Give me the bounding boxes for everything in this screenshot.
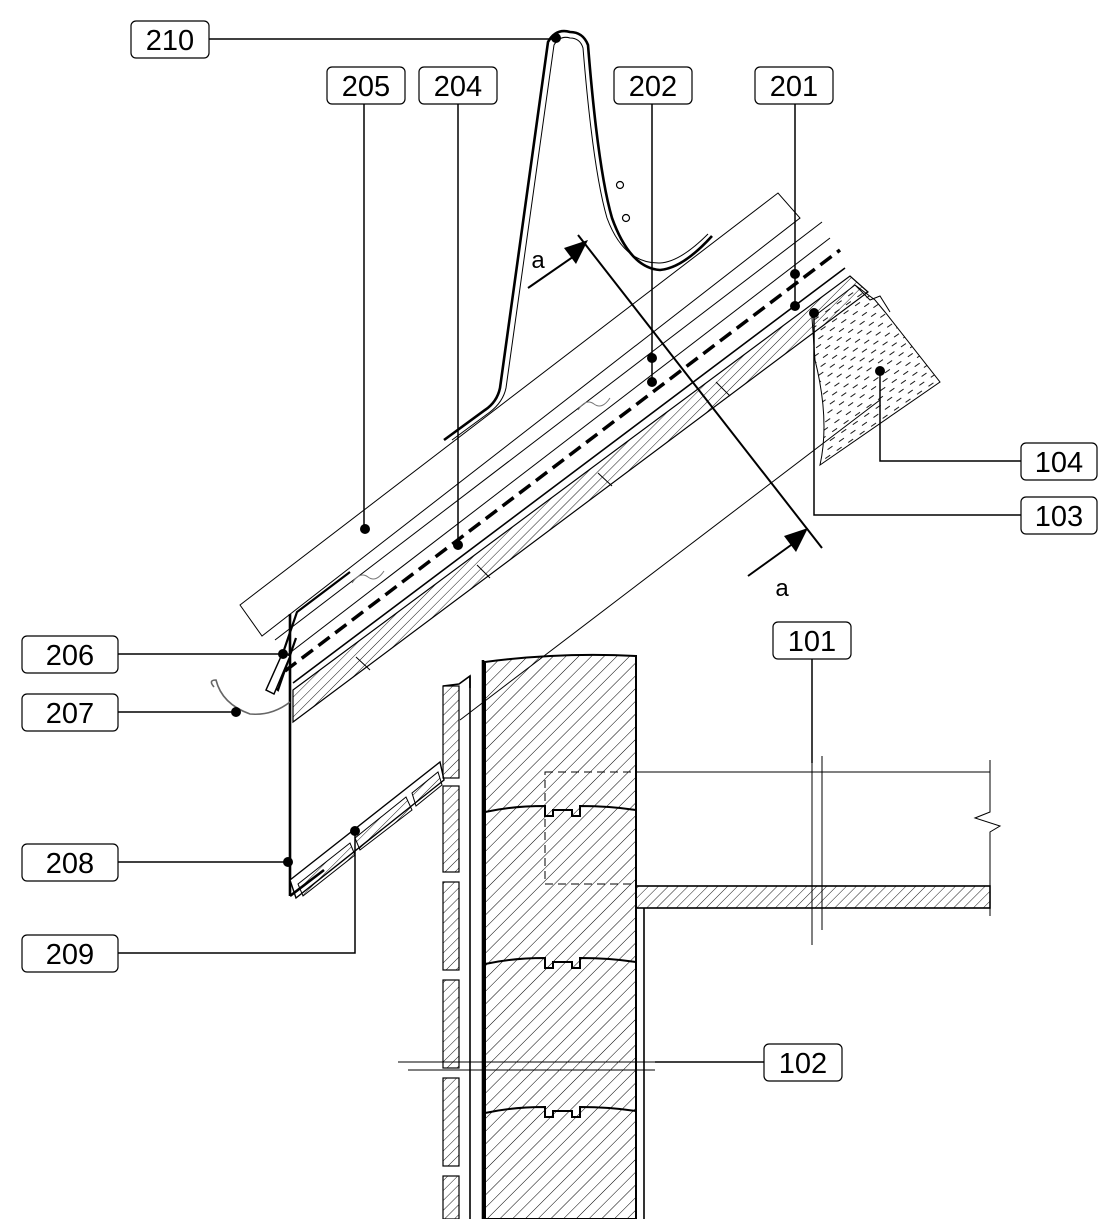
soffit-vent-2 [354,796,413,851]
eave-details [210,571,445,900]
masonry-wall [442,653,645,1219]
slab-hatched [635,885,991,909]
leader-104 [879,371,1021,462]
airflow-arrow-1 [351,570,385,584]
block-joint-1 [484,804,637,817]
callout-209-label: 209 [46,939,94,971]
block-joint-3 [484,1105,637,1118]
section-a-cut-line [577,234,823,549]
leader-dot-202b [647,377,657,387]
section-a-arrow-bottom-stem [747,539,799,577]
leader-103 [813,313,1021,516]
underlay-membrane-204 [283,248,842,673]
ridge-flashing-inner [451,36,709,441]
ridge-flashing-210 [443,29,713,442]
soffit-vent-3 [411,771,443,807]
callout-104-label: 104 [1035,447,1083,479]
floor-slab [635,756,1002,945]
ring-beam-dashed [544,771,637,885]
gutter-207 [210,679,291,716]
rafter-joint-3 [597,472,613,487]
insulation-break-line [854,284,891,313]
leader-209 [118,831,356,954]
leader-dot-201a [790,269,800,279]
leader-dot-210 [551,33,561,43]
leader-dot-208 [283,857,293,867]
leader-dot-209 [350,826,360,836]
callout-102: 102 [763,1043,843,1082]
airflow-indicators [351,397,611,584]
callout-204: 204 [418,66,498,105]
leader-dot-201b [790,301,800,311]
callout-210-label: 210 [146,25,194,57]
rafter-joint-1 [355,656,371,671]
callout-103: 103 [1020,496,1098,535]
callout-201-label: 201 [770,71,818,103]
callout-209: 209 [21,934,119,973]
callout-205-label: 205 [342,71,390,103]
ridge-rivet-1 [615,180,625,190]
leader-dot-205 [360,524,370,534]
section-a-arrow-top-stem [527,251,581,289]
callout-202-label: 202 [629,71,677,103]
callout-210: 210 [130,20,210,59]
ventilation-gap-upper-line [274,221,823,641]
facing-brick-2 [442,785,460,873]
insulation-104 [811,284,941,467]
facing-brick-4 [442,979,460,1069]
leader-dot-202a [647,353,657,363]
facing-brick-5 [442,1077,460,1167]
callout-103-label: 103 [1035,501,1083,533]
rafter-joint-2 [476,564,491,579]
block-joint-2 [484,956,637,969]
callout-208: 208 [21,843,119,882]
callout-201: 201 [754,66,834,105]
rafter-joint-4 [715,381,731,397]
leader-dot-204 [453,540,463,550]
section-a-arrow-bottom-head [784,528,808,552]
leader-lines [118,33,1021,1063]
section-a-label-top: a [531,247,545,274]
soffit-end-line [289,868,325,898]
section-a-arrow-top-head [564,240,588,264]
callout-204-label: 204 [434,71,482,103]
callout-202: 202 [613,66,693,105]
section-line-a: a a [527,234,823,602]
leader-dot-207 [231,707,241,717]
facing-brick-1 [442,685,460,779]
callout-101-label: 101 [788,626,836,658]
section-a-label-bottom: a [775,575,789,602]
rafter-hatched [292,275,869,724]
callout-104: 104 [1020,442,1098,481]
airflow-arrow-2 [577,397,611,411]
drip-edge-hook [265,650,291,696]
roof-cover-board [239,192,801,637]
callout-206: 206 [21,635,119,674]
facing-brick-6 [442,1175,460,1219]
ventilation-gap-lower-line [286,237,831,656]
roof-layers [239,192,881,896]
callout-205: 205 [326,66,406,105]
facing-brick-3 [442,881,460,971]
callout-206-label: 206 [46,640,94,672]
callout-207: 207 [21,693,119,732]
leader-dot-206 [278,649,288,659]
callouts: 210 205 204 202 201 104 103 101 [21,20,1098,1082]
callout-101: 101 [772,621,852,660]
slab-break-symbol [973,760,1002,916]
callout-102-label: 102 [779,1048,827,1080]
callout-208-label: 208 [46,848,94,880]
leader-dot-103 [809,308,819,318]
sheathing-top-line [292,267,846,684]
leader-dot-104 [875,366,885,376]
callout-207-label: 207 [46,698,94,730]
wall-block-body [484,653,637,1219]
ridge-rivet-2 [621,213,631,223]
